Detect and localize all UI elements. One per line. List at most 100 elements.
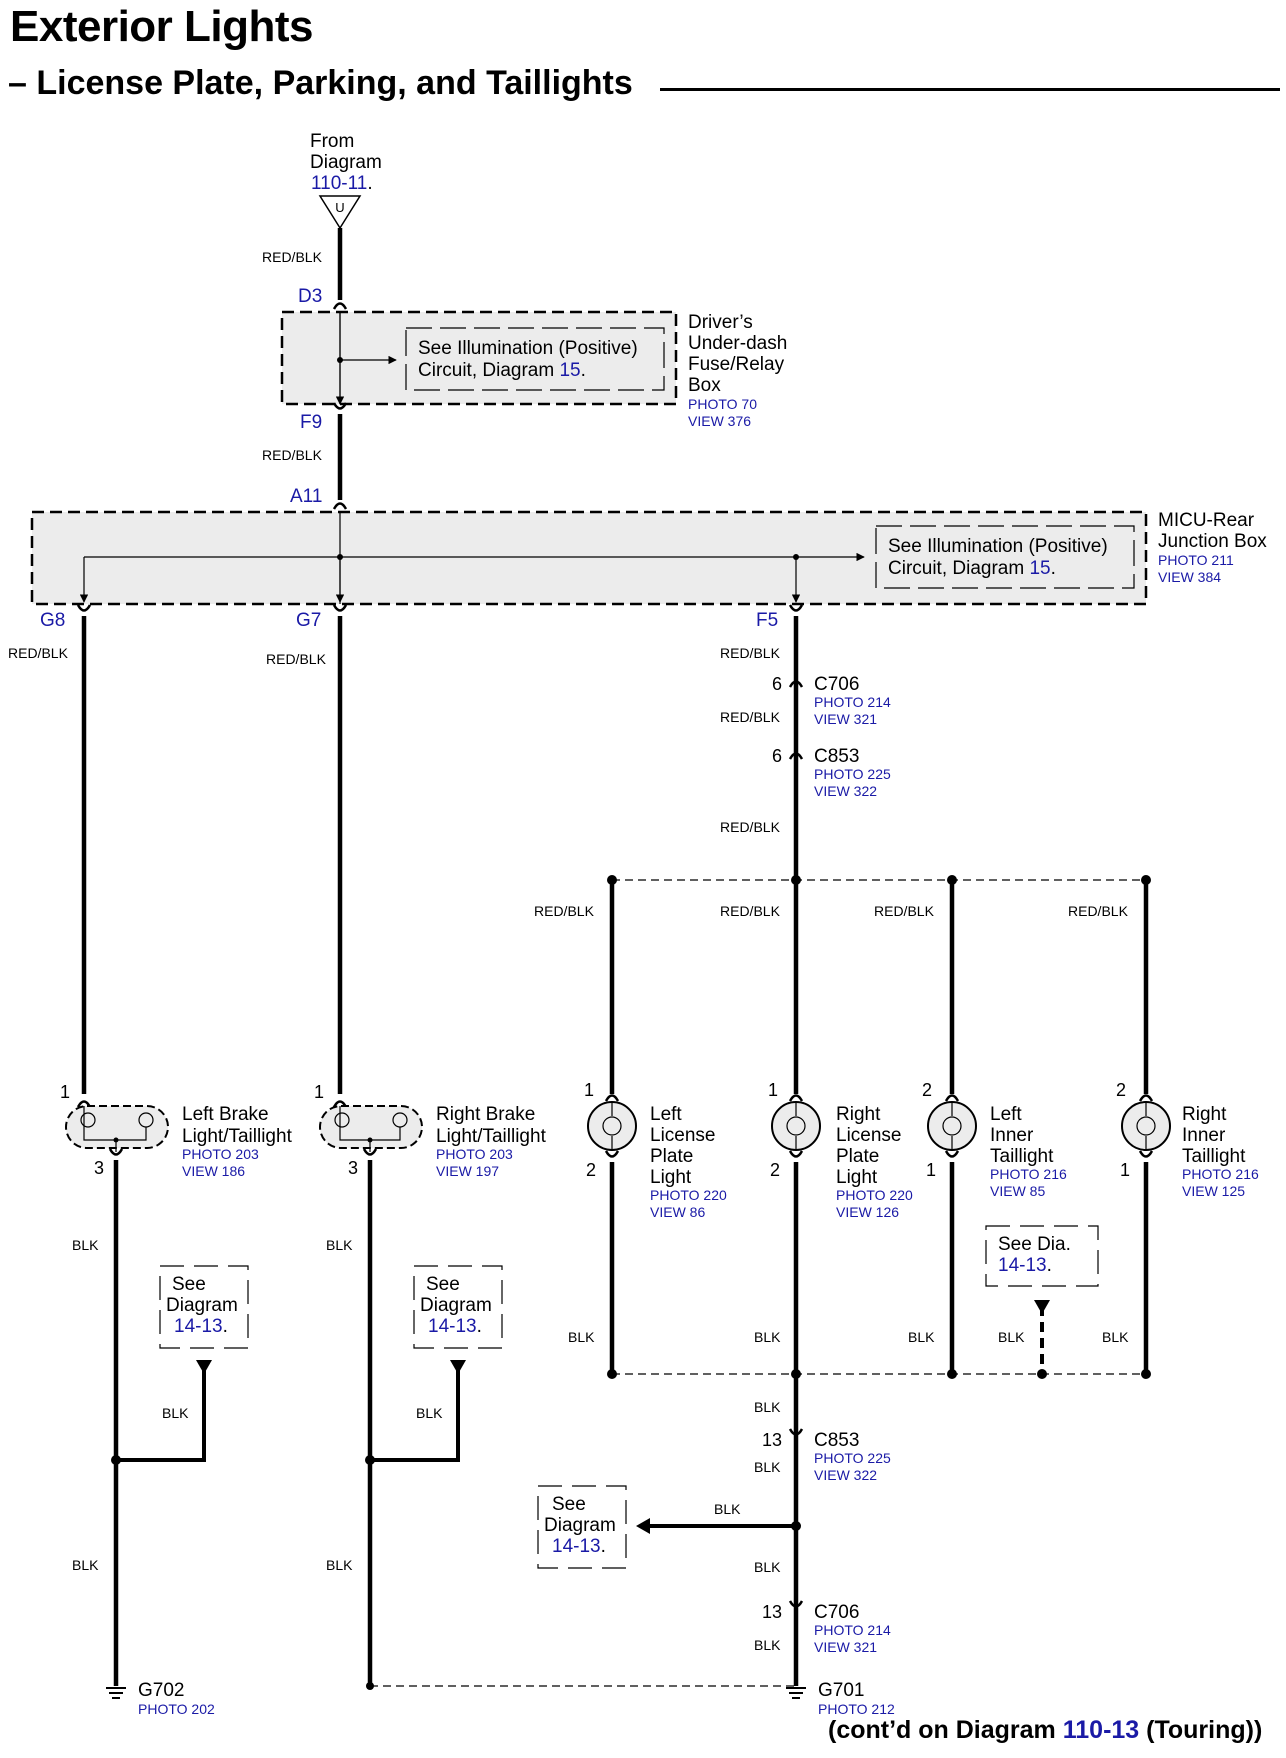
junction-box-note-line2: Circuit, Diagram [888, 558, 1029, 579]
see-diagram-3-ref: 14-13 [552, 1536, 601, 1557]
right-license-name-2: License [836, 1125, 902, 1146]
wire-label-red-blk-g7: RED/BLK [266, 651, 327, 667]
connector-c706-view: VIEW 321 [814, 711, 877, 727]
continuation-ref[interactable]: 110-13 [1062, 1716, 1140, 1744]
left-brake-light [65, 1105, 169, 1149]
source-from-label: From [310, 131, 354, 152]
junction-box-view: VIEW 384 [1158, 569, 1221, 585]
right-inner-name-1: Right [1182, 1104, 1227, 1125]
fuse-box-name-1: Driver’s [688, 312, 753, 333]
junction-box-terminal-f5: F5 [756, 610, 778, 631]
wire-label-blk-rp: BLK [754, 1329, 781, 1345]
junction-box-name-2: Junction Box [1158, 531, 1267, 552]
page-subtitle: – License Plate, Parking, and Taillights [8, 64, 639, 103]
see-diagram-2-line2: Diagram [420, 1295, 492, 1316]
right-license-photo: PHOTO 220 [836, 1187, 913, 1203]
connector-c853b-photo: PHOTO 225 [814, 1450, 891, 1466]
wire-label-red-blk-f5a: RED/BLK [720, 645, 781, 661]
see-diagram-1-ref: 14-13 [174, 1316, 223, 1337]
wire-label-blk-lb3: BLK [72, 1557, 99, 1573]
connector-c853-pin: 6 [772, 746, 782, 766]
left-license-view: VIEW 86 [650, 1204, 705, 1220]
connector-c706-name: C706 [814, 674, 859, 695]
wire-label-blk-link: BLK [998, 1329, 1025, 1345]
ground-g702-photo: PHOTO 202 [138, 1701, 215, 1717]
wire-label-blk-link3: BLK [714, 1501, 741, 1517]
left-license-photo: PHOTO 220 [650, 1187, 727, 1203]
source-period: . [367, 173, 372, 194]
svg-text:14-13.: 14-13. [174, 1316, 228, 1337]
fuse-box-name-3: Fuse/Relay [688, 354, 785, 375]
wire-label-blk-c706a: BLK [754, 1559, 781, 1575]
connector-c853-view: VIEW 322 [814, 783, 877, 799]
right-license-name-4: Light [836, 1167, 878, 1188]
connector-c853-name: C853 [814, 746, 859, 767]
wire-label-blk-lb2: BLK [162, 1405, 189, 1421]
ground-g701-photo: PHOTO 212 [818, 1701, 895, 1717]
junction-box-terminal-g8: G8 [40, 610, 65, 631]
left-license-name-2: License [650, 1125, 716, 1146]
left-brake-pin-top: 1 [60, 1082, 70, 1102]
wire-label-blk-lb1: BLK [72, 1237, 99, 1253]
fuse-box-photo: PHOTO 70 [688, 396, 757, 412]
see-dia-line1: See Dia. [998, 1234, 1071, 1255]
source-diagram-label: Diagram [310, 152, 382, 173]
see-diagram-box-3 [537, 1485, 627, 1569]
fuse-box-terminal-d3: D3 [298, 286, 322, 307]
connector-c853b-name: C853 [814, 1430, 859, 1451]
left-license-name-4: Light [650, 1167, 692, 1188]
connector-c706b-photo: PHOTO 214 [814, 1622, 891, 1638]
ground-g701: G701 [818, 1680, 864, 1701]
see-diagram-3-line2: Diagram [544, 1515, 616, 1536]
right-inner-pin-top: 2 [1116, 1080, 1126, 1100]
left-inner-view: VIEW 85 [990, 1183, 1045, 1199]
wire-label-blk-c706b: BLK [754, 1637, 781, 1653]
wire-label-red-blk-f5b: RED/BLK [720, 709, 781, 725]
wire-label-blk-rb1: BLK [326, 1237, 353, 1253]
junction-box-note-ref: 15 [1029, 558, 1050, 579]
fuse-box-note-line1: See Illumination (Positive) [418, 338, 638, 359]
see-diagram-box-1 [159, 1265, 249, 1349]
right-brake-pin-top: 1 [314, 1082, 324, 1102]
left-license-pin-bottom: 2 [586, 1160, 596, 1180]
connector-c706b-pin: 13 [762, 1602, 782, 1622]
see-diagram-2-ref: 14-13 [428, 1316, 477, 1337]
fuse-box-name-4: Box [688, 375, 721, 396]
see-dia-ref: 14-13 [998, 1255, 1047, 1276]
svg-text:Circuit, Diagram 15.: Circuit, Diagram 15. [418, 360, 586, 381]
right-inner-name-2: Inner [1182, 1125, 1226, 1146]
continuation-suffix: (Touring)) [1139, 1716, 1263, 1744]
right-inner-view: VIEW 125 [1182, 1183, 1245, 1199]
page-title: Exterior Lights [10, 2, 314, 51]
right-brake-photo: PHOTO 203 [436, 1146, 513, 1162]
right-license-name-3: Plate [836, 1146, 879, 1167]
connector-c853b-pin: 13 [762, 1430, 782, 1450]
see-diagram-1-line1: See [172, 1274, 206, 1295]
see-diagram-2-line1: See [426, 1274, 460, 1295]
junction-box-terminal-g7: G7 [296, 610, 321, 631]
connector-c706b-view: VIEW 321 [814, 1639, 877, 1655]
see-diagram-1-line2: Diagram [166, 1295, 238, 1316]
right-inner-photo: PHOTO 216 [1182, 1166, 1259, 1182]
svg-text:14-13.: 14-13. [998, 1255, 1052, 1276]
left-inner-pin-top: 2 [922, 1080, 932, 1100]
wire-label-red-blk-rit: RED/BLK [1068, 903, 1129, 919]
source-connector-letter: U [335, 200, 344, 215]
left-inner-name-3: Taillight [990, 1146, 1054, 1167]
source-connector-triangle [318, 195, 362, 230]
wire-label-blk-rit: BLK [1102, 1329, 1129, 1345]
wire-label-blk-c853b: BLK [754, 1459, 781, 1475]
wire-label-red-blk-lit: RED/BLK [874, 903, 935, 919]
wire-label-blk-c853a: BLK [754, 1399, 781, 1415]
left-license-pin-top: 1 [584, 1080, 594, 1100]
svg-text:110-11.: 110-11. [311, 173, 373, 194]
svg-text:14-13.: 14-13. [428, 1316, 482, 1337]
right-brake-name-2: Light/Taillight [436, 1126, 547, 1147]
wire-label-blk-rb3: BLK [326, 1557, 353, 1573]
wire-label-red-blk-lp: RED/BLK [534, 903, 595, 919]
left-inner-name-1: Left [990, 1104, 1022, 1125]
right-brake-light [319, 1105, 423, 1149]
left-license-name-1: Left [650, 1104, 682, 1125]
connector-c853b-view: VIEW 322 [814, 1467, 877, 1483]
